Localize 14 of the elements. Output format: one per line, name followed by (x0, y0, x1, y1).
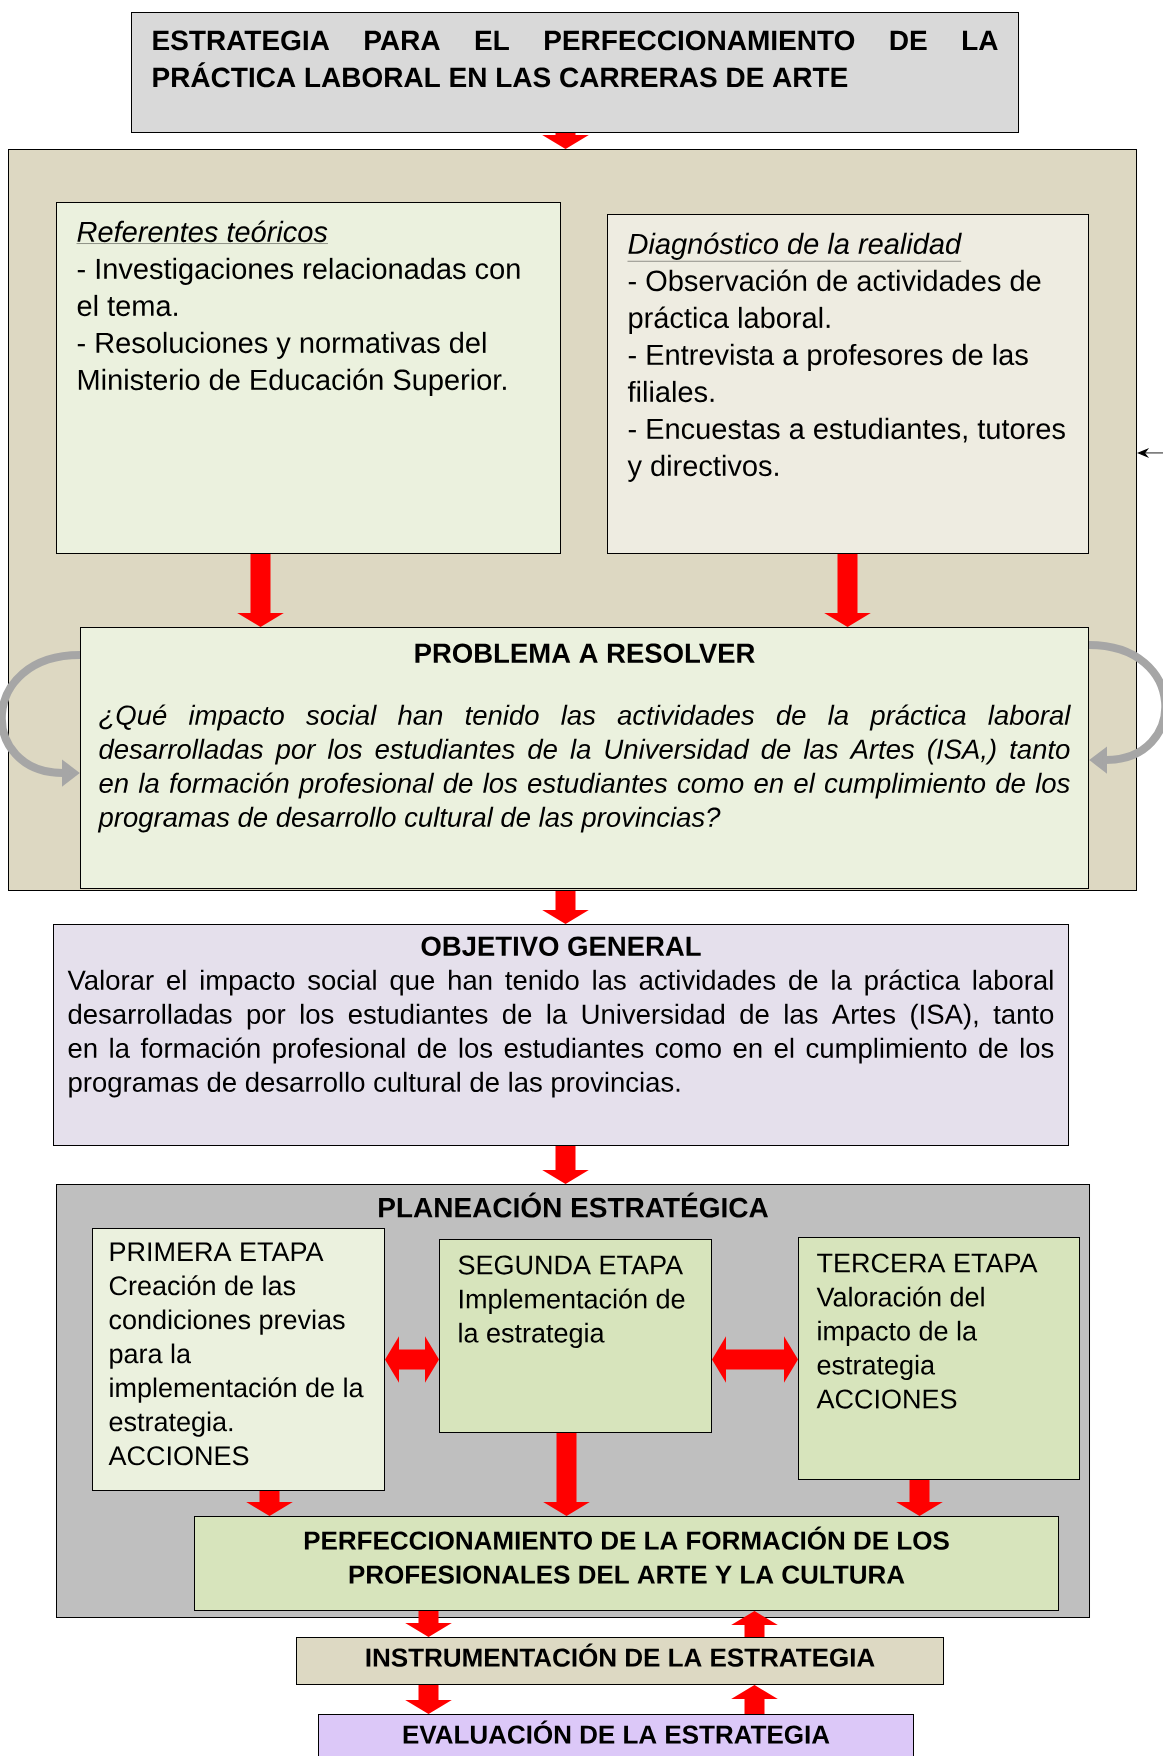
block-arrow (385, 1336, 439, 1383)
text-box: Referentes teóricos - Investigaciones relacionadas con el tema. - Resoluciones y normativas del Ministerio de Educación Superior. (56, 202, 561, 554)
problem-box: PROBLEMA A RESOLVER ¿Qué impacto social han tenido las actividades de la práctica laboral desarrolladas por los estudiantes de la Universidad de las Artes (ISA,) tanto en la formación profesional de los estudiantes como en el cumplimiento de los programas de desarrollo cultural de las provincias? (80, 627, 1089, 889)
text-box: Diagnóstico de la realidad - Observación de actividades de práctica laboral. - Entrevista a profesores de las filiales. - Encuestas a estudiantes, tutores y directivos. (607, 214, 1089, 554)
stage-box: PRIMERA ETAPA Creación de las condiciones previas para la implementación de la estrategia. ACCIONES (92, 1228, 385, 1491)
block-arrow (712, 1336, 798, 1383)
title-box: ESTRATEGIA PARA EL PERFECCIONAMIENTO DE LA PRÁCTICA LABORAL EN LAS CARRERAS DE ARTE (131, 12, 1019, 133)
objective-box: OBJETIVO GENERAL Valorar el impacto social que han tenido las actividades de la práctica laboral desarrolladas por los estudiantes de la Universidad de las Artes (ISA), tanto en la formación profesional de los estudiantes como en el cumplimiento de los programas de desarrollo cultural de las provincias. (53, 924, 1069, 1146)
process-box: EVALUACIÓN DE LA ESTRATEGIA (318, 1714, 914, 1756)
curved-arrow (1088, 641, 1163, 774)
result-box: PERFECCIONAMIENTO DE LA FORMACIÓN DE LOS PROFESIONALES DEL ARTE Y LA CULTURA (194, 1516, 1059, 1611)
stage-box: TERCERA ETAPA Valoración del impacto de la estrategia ACCIONES (798, 1237, 1080, 1480)
stage-box: SEGUNDA ETAPA Implementación de la estrategia (439, 1239, 712, 1433)
process-box: INSTRUMENTACIÓN DE LA ESTRATEGIA (296, 1637, 944, 1685)
